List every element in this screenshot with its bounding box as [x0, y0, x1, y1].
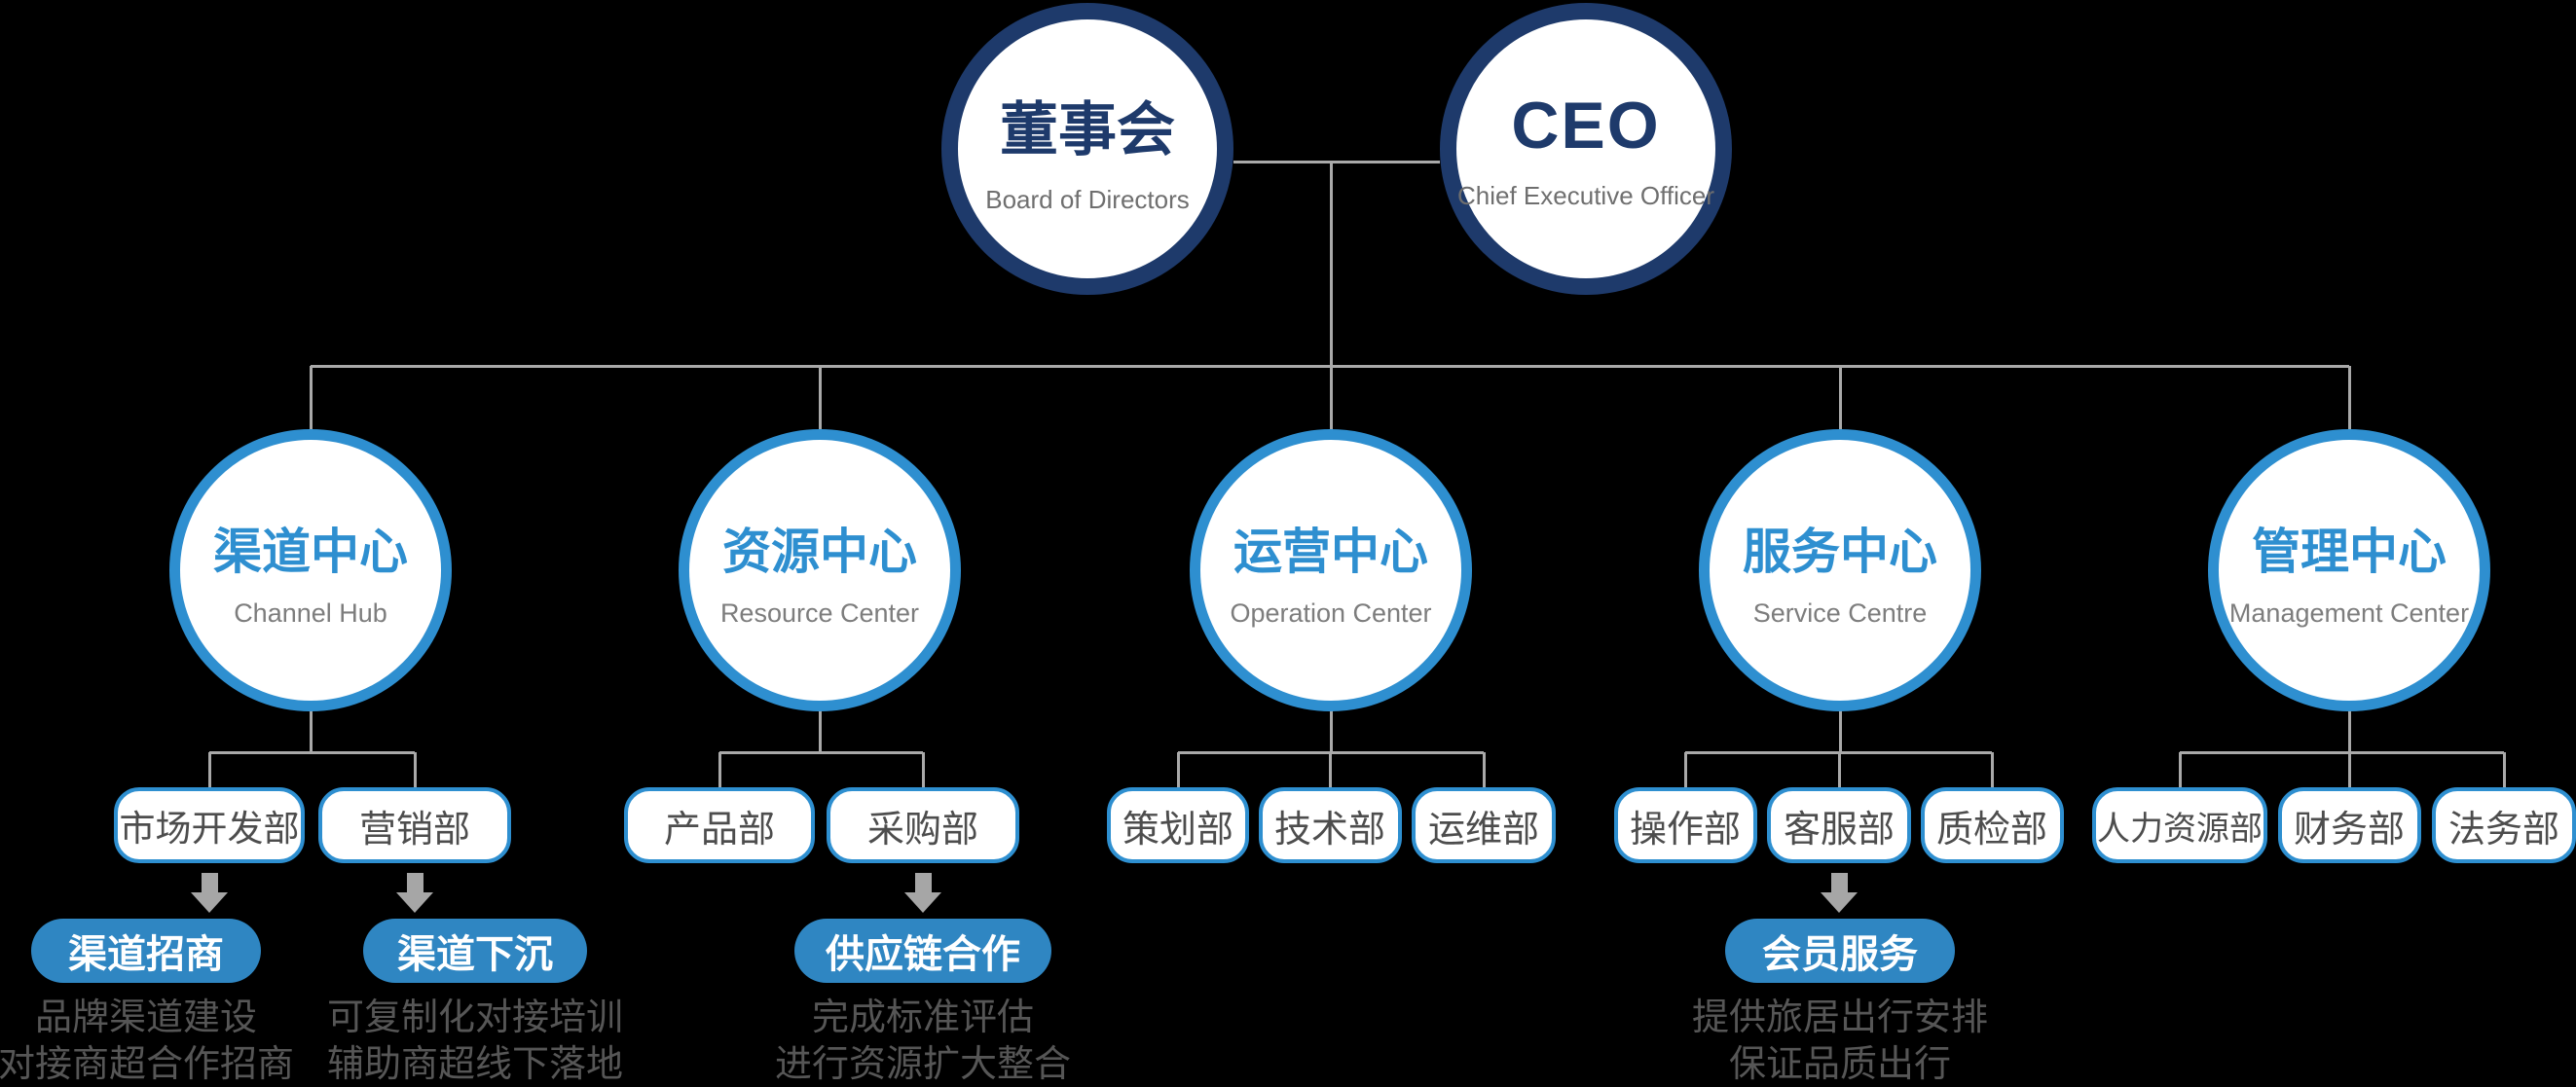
node-subtitle: Chief Executive Officer	[1457, 180, 1714, 210]
connector-line	[1329, 366, 1333, 449]
connector-line	[2178, 752, 2182, 797]
node-subtitle: Service Centre	[1752, 598, 1928, 628]
node-subtitle: Management Center	[2228, 598, 2470, 628]
center-node-channel-hub: 渠道中心 Channel Hub	[169, 429, 452, 711]
arrow-head	[191, 892, 228, 913]
arrow-shaft	[406, 873, 423, 892]
node-title: 服务中心	[1743, 524, 1937, 579]
center-node-resource-center: 资源中心 Resource Center	[679, 429, 961, 711]
connector-line	[1176, 752, 1180, 797]
connector-line	[1233, 160, 1440, 163]
connector-line	[719, 750, 923, 754]
initiative-description: 完成标准评估进行资源扩大整合	[611, 995, 1234, 1087]
node-title: 运营中心	[1233, 524, 1428, 579]
description-line: 完成标准评估	[811, 997, 1034, 1038]
description-line: 保证品质出行	[1728, 1044, 1951, 1085]
arrow-head	[1821, 892, 1858, 913]
department-box: 市场开发部	[114, 787, 305, 863]
node-title: 董事会	[1000, 97, 1175, 163]
connector-line	[718, 752, 721, 797]
connector-line	[1329, 162, 1333, 366]
connector-line	[1837, 752, 1841, 797]
connector-line	[309, 702, 313, 752]
connector-line	[413, 752, 417, 797]
initiative-description: 可复制化对接培训辅助商超线下落地	[164, 995, 787, 1087]
node-title: CEO	[1511, 88, 1661, 163]
arrow-shaft	[1830, 873, 1848, 892]
connector-line	[2347, 752, 2351, 797]
initiative-pill: 渠道下沉	[363, 919, 587, 983]
connector-line	[1838, 366, 1842, 449]
arrow-shaft	[914, 873, 932, 892]
node-subtitle: Resource Center	[719, 598, 920, 628]
connector-line	[818, 366, 822, 449]
node-title: 管理中心	[2252, 524, 2447, 579]
root-node-ceo: CEO Chief Executive Officer	[1440, 3, 1732, 295]
department-box: 人力资源部	[2092, 787, 2267, 863]
connector-line	[2502, 752, 2506, 797]
initiative-pill: 供应链合作	[794, 919, 1051, 983]
center-node-service-centre: 服务中心 Service Centre	[1699, 429, 1981, 711]
description-line: 提供旅居出行安排	[1691, 997, 1988, 1038]
connector-line	[2347, 702, 2351, 752]
initiative-description: 提供旅居出行安排保证品质出行	[1528, 995, 2152, 1087]
down-arrow-icon	[904, 873, 941, 913]
department-box: 客服部	[1767, 787, 1911, 863]
node-subtitle: Operation Center	[1230, 598, 1432, 628]
description-line: 可复制化对接培训	[326, 997, 623, 1038]
connector-line	[921, 752, 925, 797]
connector-line	[207, 752, 211, 797]
description-line: 进行资源扩大整合	[774, 1044, 1071, 1085]
connector-line	[1838, 702, 1842, 752]
connector-line	[2347, 366, 2351, 449]
description-line: 辅助商超线下落地	[326, 1044, 623, 1085]
connector-line	[2180, 750, 2504, 754]
down-arrow-icon	[1821, 873, 1858, 913]
initiative-pill: 会员服务	[1725, 919, 1955, 983]
connector-line	[209, 750, 415, 754]
department-box: 采购部	[827, 787, 1019, 863]
node-title: 渠道中心	[213, 524, 408, 579]
connector-line	[818, 702, 822, 752]
department-box: 质检部	[1920, 787, 2064, 863]
arrow-shaft	[201, 873, 218, 892]
connector-line	[1482, 752, 1486, 797]
description-line: 对接商超合作招商	[0, 1044, 294, 1085]
node-subtitle: Channel Hub	[234, 598, 387, 628]
department-box: 操作部	[1613, 787, 1757, 863]
node-subtitle: Board of Directors	[985, 185, 1190, 214]
department-box: 法务部	[2432, 787, 2576, 863]
department-box: 技术部	[1258, 787, 1402, 863]
department-box: 产品部	[624, 787, 815, 863]
description-line: 品牌渠道建设	[34, 997, 257, 1038]
down-arrow-icon	[191, 873, 228, 913]
department-box: 营销部	[318, 787, 511, 863]
center-node-management-center: 管理中心 Management Center	[2208, 429, 2490, 711]
department-box: 运维部	[1412, 787, 1556, 863]
connector-line	[1329, 702, 1333, 752]
connector-line	[1990, 752, 1994, 797]
root-node-board: 董事会 Board of Directors	[941, 3, 1233, 295]
department-box: 策划部	[1107, 787, 1249, 863]
center-node-operation-center: 运营中心 Operation Center	[1190, 429, 1472, 711]
connector-line	[1683, 752, 1687, 797]
initiative-pill: 渠道招商	[31, 919, 261, 983]
connector-line	[1328, 752, 1332, 797]
arrow-head	[396, 892, 433, 913]
node-title: 资源中心	[722, 524, 917, 579]
department-box: 财务部	[2277, 787, 2421, 863]
connector-line	[309, 366, 313, 449]
initiative-description: 品牌渠道建设对接商超合作招商	[0, 995, 458, 1087]
down-arrow-icon	[396, 873, 433, 913]
arrow-head	[904, 892, 941, 913]
